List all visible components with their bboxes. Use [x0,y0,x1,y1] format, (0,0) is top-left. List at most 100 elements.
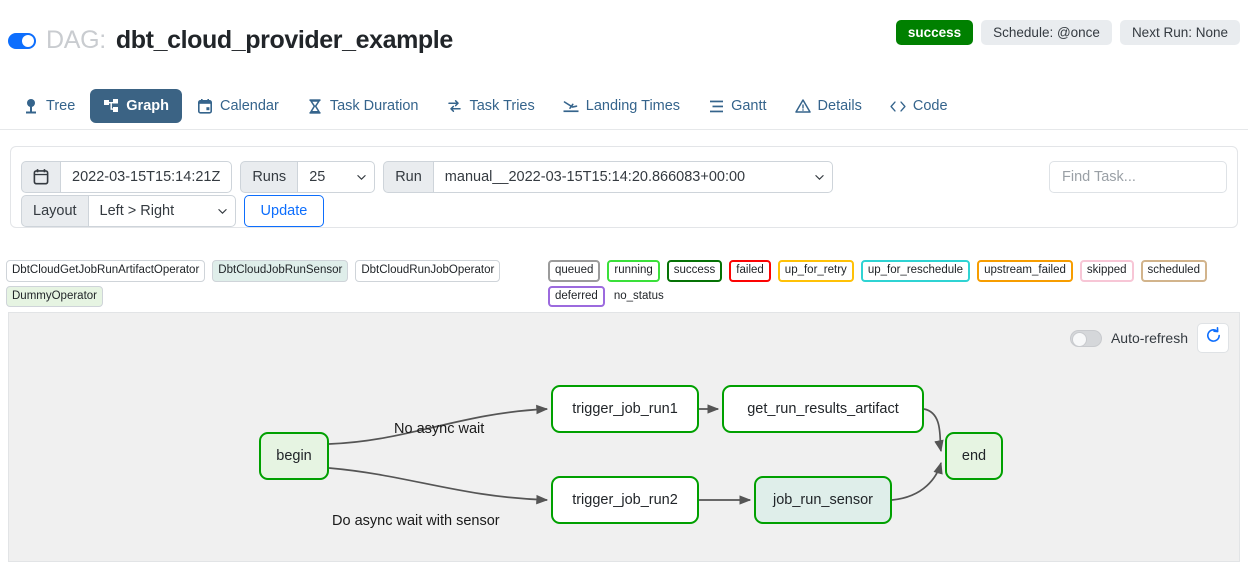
dag-tabbar: Tree Graph Calendar Task Duration [0,82,1248,204]
legend-operator[interactable]: DbtCloudRunJobOperator [355,260,501,282]
task-node-label: trigger_job_run1 [572,401,678,417]
legend-state-queued[interactable]: queued [548,260,601,282]
tab-label: Task Tries [469,98,535,114]
edge-artifact-to-end [923,408,944,453]
tab-task-tries[interactable]: Task Tries [433,89,547,123]
dag-tabs: Tree Graph Calendar Task Duration [10,82,961,130]
edge-sensor-to-end [891,461,943,501]
tab-calendar[interactable]: Calendar [184,89,292,123]
dag-pause-toggle[interactable] [8,32,36,49]
edge-label-do-async-wait: Do async wait with sensor [332,513,500,529]
legend-state-failed[interactable]: failed [729,260,771,282]
tab-label: Tree [46,98,76,114]
runs-label: Runs [240,161,298,193]
runs-count-value: 25 [309,169,326,185]
gantt-icon [708,98,724,114]
auto-refresh-toggle[interactable] [1069,329,1102,347]
dag-graph-canvas[interactable]: Auto-refresh [8,312,1240,562]
task-node-begin[interactable]: begin [259,432,329,480]
graph-icon [103,98,119,114]
legend-state-success[interactable]: success [666,260,723,282]
legend-state-running[interactable]: running [607,260,660,282]
toolbar-row-bottom: Layout Left > Right Update [21,195,325,227]
page-title: dbt_cloud_provider_example [115,26,453,54]
runs-count-select[interactable]: 25 [297,161,376,193]
refresh-icon [1205,327,1222,349]
tab-graph[interactable]: Graph [90,89,182,123]
layout-group: Layout Left > Right [21,195,236,227]
hourglass-icon [307,98,323,114]
dag-run-group: Run manual__2022-03-15T15:14:20.866083+0… [383,161,833,193]
task-node-label: end [961,448,987,464]
page-header: DAG: dbt_cloud_provider_example success … [0,0,1248,72]
layout-value: Left > Right [99,203,175,219]
dag-run-toolbar: 2022-03-15T15:14:21Z Runs 25 Run manual_… [10,146,1238,228]
find-task-input[interactable]: Find Task... [1049,161,1227,193]
layout-select[interactable]: Left > Right [87,195,236,227]
tab-label: Details [817,98,862,114]
execution-date-input[interactable]: 2022-03-15T15:14:21Z [60,161,233,193]
schedule-badge[interactable]: Schedule: @once [981,20,1112,45]
legend-state-upstream-failed[interactable]: upstream_failed [977,260,1073,282]
legend-state-skipped[interactable]: skipped [1079,260,1134,282]
legend-operator[interactable]: DbtCloudGetJobRunArtifactOperator [6,260,206,282]
tree-icon [23,98,39,114]
task-node-trigger-job-run1[interactable]: trigger_job_run1 [551,385,699,433]
layout-label: Layout [21,195,88,227]
tab-label: Landing Times [585,98,681,114]
runs-count-group: Runs 25 [240,161,376,193]
task-node-label: trigger_job_run2 [572,492,678,508]
update-button[interactable]: Update [243,195,325,227]
chevron-down-icon [357,174,366,180]
toolbar-row-top: 2022-03-15T15:14:21Z Runs 25 Run manual_… [21,161,833,193]
dag-title-row: DAG: dbt_cloud_provider_example [8,26,453,55]
dag-run-value: manual__2022-03-15T15:14:20.866083+00:00 [444,169,746,185]
graph-legend: DbtCloudGetJobRunArtifactOperator DbtClo… [0,256,1248,308]
task-node-get-run-results-artifact[interactable]: get_run_results_artifact [722,385,924,433]
code-icon [890,98,906,114]
chevron-down-icon [217,208,227,214]
calendar-icon [197,98,213,114]
tab-label: Task Duration [329,98,419,114]
task-node-trigger-job-run2[interactable]: trigger_job_run2 [551,476,699,524]
legend-state-no-status[interactable]: no_status [613,289,664,302]
task-node-end[interactable]: end [945,432,1003,480]
tab-gantt[interactable]: Gantt [695,89,779,123]
tab-landing-times[interactable]: Landing Times [550,89,693,123]
auto-refresh-control: Auto-refresh [1069,323,1229,353]
header-badges: success Schedule: @once Next Run: None [895,20,1240,45]
state-legend: queued running success failed up_for_ret… [548,260,1248,307]
legend-state-deferred[interactable]: deferred [548,285,605,307]
dag-edges [328,404,944,505]
operator-legend: DbtCloudGetJobRunArtifactOperator DbtClo… [6,260,536,307]
legend-state-up-for-reschedule[interactable]: up_for_reschedule [860,260,971,282]
dag-prefix-label: DAG: [46,26,106,54]
chevron-down-icon [815,174,824,180]
tab-code[interactable]: Code [877,89,961,123]
warning-triangle-icon [794,98,811,114]
tab-tree[interactable]: Tree [10,89,88,123]
task-node-job-run-sensor[interactable]: job_run_sensor [754,476,892,524]
legend-state-up-for-retry[interactable]: up_for_retry [777,260,854,282]
auto-refresh-label: Auto-refresh [1110,330,1188,346]
retry-icon [446,98,462,114]
landing-icon [563,98,579,114]
tab-task-duration[interactable]: Task Duration [294,89,432,123]
refresh-button[interactable] [1197,323,1229,353]
legend-operator[interactable]: DummyOperator [6,285,103,307]
tab-label: Calendar [219,98,279,114]
tab-label: Code [912,98,948,114]
calendar-icon [21,161,60,193]
execution-date-group: 2022-03-15T15:14:21Z [21,161,233,193]
task-node-label: begin [276,448,312,464]
next-run-badge[interactable]: Next Run: None [1119,20,1240,45]
legend-state-scheduled[interactable]: scheduled [1140,260,1207,282]
tab-label: Gantt [731,98,767,114]
legend-operator[interactable]: DbtCloudJobRunSensor [212,260,349,282]
task-node-label: job_run_sensor [773,492,873,508]
tab-details[interactable]: Details [782,89,875,123]
dag-run-select[interactable]: manual__2022-03-15T15:14:20.866083+00:00 [432,161,833,193]
edge-label-no-async-wait: No async wait [394,421,485,437]
edge-begin-to-trigger2 [328,467,549,505]
